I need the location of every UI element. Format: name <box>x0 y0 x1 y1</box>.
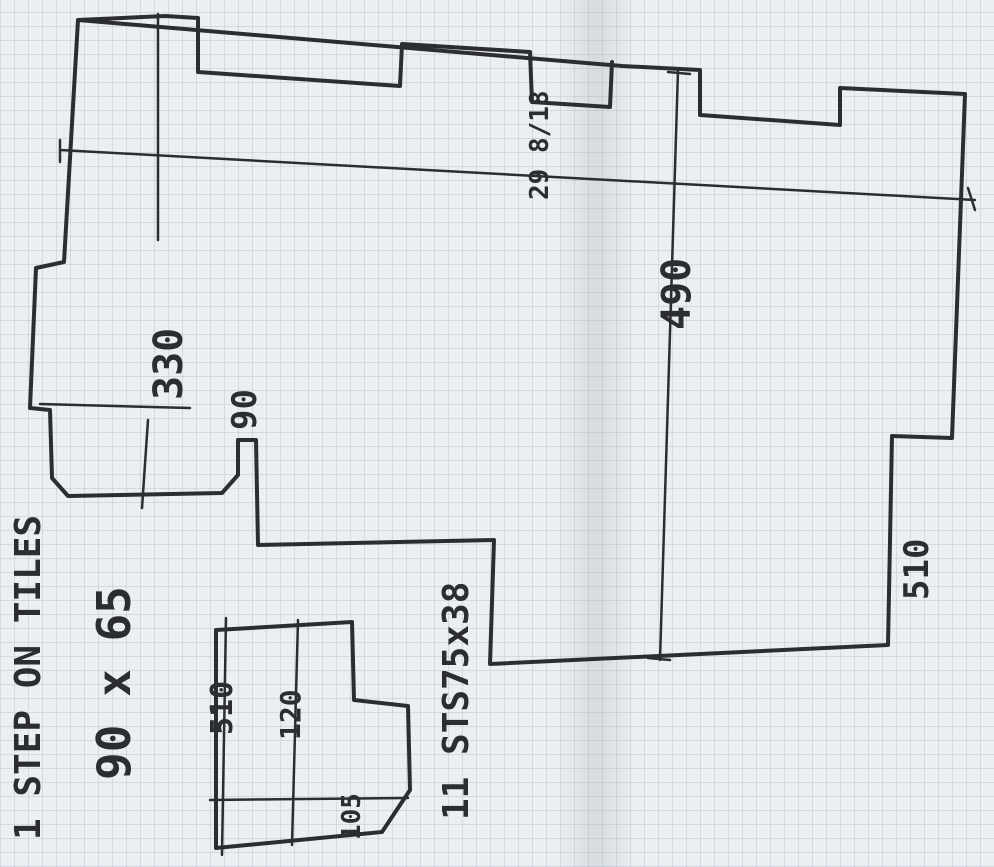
dimension-line-330-lower <box>38 402 192 410</box>
dimension-line-510-small <box>290 618 300 847</box>
label-330: 330 <box>146 328 192 400</box>
label-510: 510 <box>897 539 937 600</box>
label-stairs-count: 11 STS <box>436 690 477 820</box>
label-490: 490 <box>654 258 700 330</box>
dimension-line-120 <box>208 796 410 802</box>
label-510-small: 510 <box>205 681 240 735</box>
dimension-line-105 <box>220 616 228 857</box>
dimension-tick <box>646 656 672 662</box>
dimension-line-90 <box>140 418 150 510</box>
label-90: 90 <box>225 389 265 430</box>
stair-room-outline <box>214 620 412 850</box>
dimension-line-top <box>58 148 977 202</box>
label-120: 120 <box>274 689 307 740</box>
label-step-size: 90 x 65 <box>87 586 141 780</box>
label-step-title: 1 STEP ON TILES <box>8 515 49 840</box>
label-stairs-size: 75x38 <box>436 582 477 690</box>
label-105: 105 <box>337 793 367 840</box>
dimension-tick <box>666 70 692 76</box>
label-fraction: 29 8/18 <box>525 90 555 200</box>
dimension-tick <box>966 186 977 212</box>
dimension-line-490 <box>658 68 680 662</box>
main-room-outline <box>28 14 967 666</box>
